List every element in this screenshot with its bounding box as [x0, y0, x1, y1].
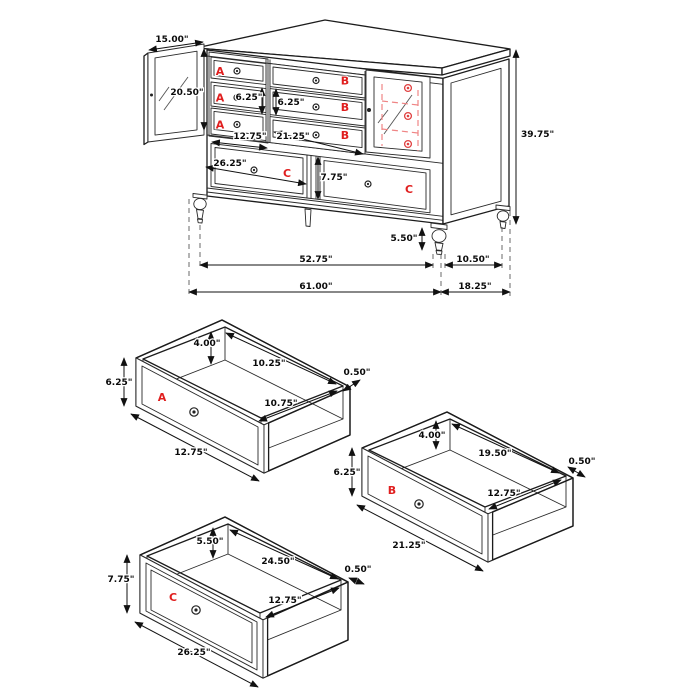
dim-door-width: 15.00"	[155, 35, 188, 45]
drawer-b-label: B	[388, 484, 396, 497]
right-side-panel	[442, 58, 510, 225]
door-handle-icon	[367, 108, 371, 112]
dim-side-leg-span: 10.50"	[456, 255, 489, 265]
dim-b-interior-depth: 4.00"	[419, 431, 446, 441]
drawer-c-dimensions: 5.50" 24.50" 12.75" 0.50" 7.75" 26.25" C	[106, 527, 373, 688]
dresser-top	[195, 19, 511, 76]
section-label-b: B	[341, 101, 349, 114]
section-label-c: C	[405, 183, 413, 196]
drawer-a-dimensions: 4.00" 10.25" 10.75" 0.50" 6.25" 12.75" A	[104, 331, 372, 482]
dim-c-front-height: 7.75"	[108, 575, 135, 585]
open-door	[143, 43, 205, 146]
dim-c-interior-bottom: 12.75"	[268, 596, 301, 606]
drawer-b-dimensions: 4.00" 19.50" 12.75" 0.50" 6.25" 21.25" B	[332, 420, 597, 572]
hidden-drawer-outline	[381, 84, 419, 151]
left-drawer-stack	[208, 51, 269, 144]
dim-c-wall-thickness: 0.50"	[345, 565, 372, 575]
section-label-a: A	[216, 92, 225, 105]
dresser-dimensions: 15.00" 20.50" 6.25" 6.25" 12.75" 21.25" …	[148, 34, 555, 296]
dim-a-interior-bottom: 10.75"	[264, 399, 297, 409]
dim-c-interior-top: 24.50"	[261, 557, 294, 567]
dresser-view: 15.00" 20.50" 6.25" 6.25" 12.75" 21.25" …	[143, 19, 555, 296]
glass-reflection-icon	[377, 94, 413, 135]
glass-reflection-icon	[158, 76, 189, 111]
dim-a-interior-top: 10.25"	[252, 359, 285, 369]
dim-bottom-drawer-height: 7.75"	[321, 173, 348, 183]
dim-a-front-height: 6.25"	[106, 378, 133, 388]
dim-a-interior-depth: 4.00"	[194, 339, 221, 349]
dim-c-interior-depth: 5.50"	[197, 537, 224, 547]
section-label-b: B	[341, 75, 349, 88]
drawer-c-view: 5.50" 24.50" 12.75" 0.50" 7.75" 26.25" C	[106, 516, 373, 688]
dim-a-front-width: 12.75"	[174, 448, 207, 458]
dim-b-front-height: 6.25"	[334, 468, 361, 478]
drawer-a-label: A	[158, 391, 167, 404]
door-handle-icon	[150, 93, 153, 97]
drawer-c-label: C	[169, 591, 177, 604]
dim-b-wall-thickness: 0.50"	[569, 457, 596, 467]
dim-left-drawer-height: 6.25"	[236, 93, 263, 103]
dim-center-drawer-width: 21.25"	[276, 132, 309, 142]
section-label-a: A	[216, 119, 225, 132]
dim-door-height: 20.50"	[170, 88, 203, 98]
dim-center-drawer-height: 6.25"	[278, 98, 305, 108]
dim-left-drawer-width: 12.75"	[233, 132, 266, 142]
dresser-section-labels: A A A B B B C C	[215, 64, 414, 197]
drawer-knob-icon	[233, 67, 241, 129]
dim-bottom-left-drawer-width: 26.25"	[213, 159, 246, 169]
drawer-a-box	[135, 319, 351, 474]
dim-b-interior-top: 19.50"	[478, 449, 511, 459]
section-label-a: A	[216, 65, 225, 78]
right-door	[365, 69, 431, 159]
legs	[192, 193, 511, 255]
dim-overall-depth: 18.25"	[458, 282, 491, 292]
dim-b-interior-bottom: 12.75"	[487, 489, 520, 499]
hidden-drawer-knob-icon	[403, 83, 413, 149]
center-support	[304, 208, 312, 227]
section-label-c: C	[283, 167, 291, 180]
dim-overall-height: 39.75"	[521, 130, 554, 140]
drawer-knob-icon	[189, 407, 199, 417]
dim-front-leg-span: 52.75"	[299, 255, 332, 265]
dim-a-wall-thickness: 0.50"	[344, 368, 371, 378]
drawer-knob-icon	[191, 605, 201, 615]
dim-c-front-width: 26.25"	[177, 648, 210, 658]
drawer-a-view: 4.00" 10.25" 10.75" 0.50" 6.25" 12.75" A	[104, 319, 372, 482]
section-label-b: B	[341, 129, 349, 142]
dim-leg-height: 5.50"	[391, 234, 418, 244]
drawer-knob-icon	[414, 499, 424, 509]
dim-overall-width: 61.00"	[299, 282, 332, 292]
drawer-b-view: 4.00" 19.50" 12.75" 0.50" 6.25" 21.25" B	[332, 411, 597, 572]
dim-b-front-width: 21.25"	[392, 541, 425, 551]
